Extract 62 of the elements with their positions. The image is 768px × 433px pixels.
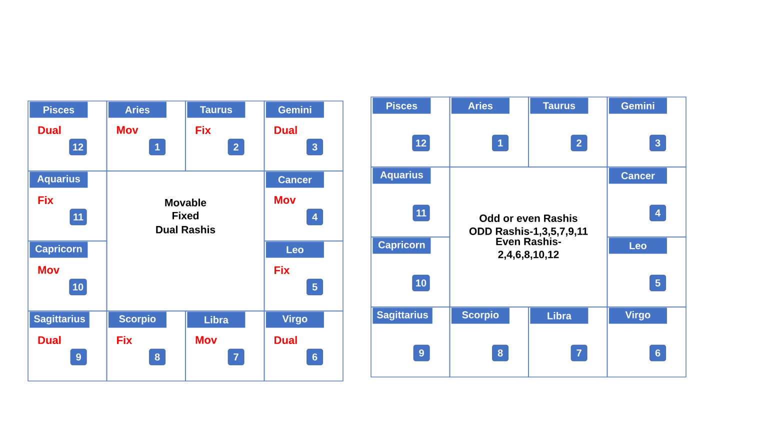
quality-label: Fix — [274, 266, 290, 274]
sign-label: Sagittarius — [30, 312, 90, 328]
sign-label: Pisces — [30, 102, 88, 118]
sign-label: Gemini — [608, 98, 667, 114]
number-badge: 4 — [650, 204, 666, 222]
quality-label: Mov — [196, 336, 217, 344]
sign-label: Libra — [187, 312, 246, 328]
number-badge: 11 — [70, 208, 87, 226]
quality-label: Fix — [38, 196, 54, 204]
quality-label: Dual — [38, 126, 61, 134]
sign-label: Virgo — [608, 308, 667, 324]
number-badge: 2 — [228, 138, 244, 156]
sign-label: Scorpio — [451, 308, 510, 324]
sign-label: Pisces — [372, 98, 431, 114]
number-badge: 2 — [570, 134, 588, 152]
quality-label: Mov — [274, 196, 296, 204]
number-badge: 12 — [412, 134, 430, 152]
quality-label: Mov — [38, 266, 60, 274]
number-badge: 8 — [149, 348, 166, 366]
quality-label: Fix — [117, 336, 132, 344]
quality-label: Dual — [274, 126, 297, 134]
center-text: Odd or even Rashis ODD Rashis-1,3,5,7,9,11 Even Rashis- 2,4,6,8,10,12 — [469, 214, 588, 260]
sign-label: Aquarius — [30, 172, 88, 188]
number-badge: 9 — [413, 344, 430, 362]
number-badge: 3 — [306, 138, 323, 156]
sign-label: Libra — [530, 308, 588, 324]
number-badge: 8 — [492, 344, 508, 362]
number-badge: 1 — [149, 138, 166, 156]
sign-label: Sagittarius — [372, 308, 432, 324]
number-badge: 11 — [412, 204, 430, 222]
number-badge: 10 — [412, 274, 430, 292]
sign-label: Aries — [108, 102, 166, 118]
number-badge: 4 — [306, 208, 323, 226]
sign-label: Scorpio — [108, 312, 166, 328]
center-text: Movable Fixed Dual Rashis — [156, 198, 216, 234]
number-badge: 12 — [69, 138, 87, 156]
sign-label: Aries — [451, 98, 510, 114]
sign-label: Leo — [608, 238, 667, 254]
sign-label: Capricorn — [372, 238, 431, 254]
number-badge: 10 — [69, 278, 87, 296]
sign-label: Cancer — [266, 172, 324, 188]
number-badge: 1 — [492, 134, 508, 152]
number-badge: 6 — [306, 348, 323, 366]
quality-label: Fix — [196, 126, 211, 134]
sign-label: Taurus — [530, 98, 588, 114]
quality-label: Dual — [274, 336, 297, 344]
sign-label: Virgo — [266, 312, 324, 328]
sign-label: Capricorn — [30, 242, 88, 258]
number-badge: 6 — [650, 344, 666, 362]
sign-label: Taurus — [187, 102, 246, 118]
number-badge: 5 — [306, 278, 323, 296]
sign-label: Cancer — [608, 168, 667, 184]
quality-label: Mov — [117, 126, 138, 134]
number-badge: 7 — [570, 344, 588, 362]
number-badge: 3 — [650, 134, 666, 152]
number-badge: 7 — [228, 348, 244, 366]
sign-label: Gemini — [266, 102, 324, 118]
quality-label: Dual — [38, 336, 61, 344]
sign-label: Aquarius — [372, 168, 431, 184]
number-badge: 5 — [650, 274, 666, 292]
sign-label: Leo — [266, 242, 324, 258]
number-badge: 9 — [70, 348, 87, 366]
